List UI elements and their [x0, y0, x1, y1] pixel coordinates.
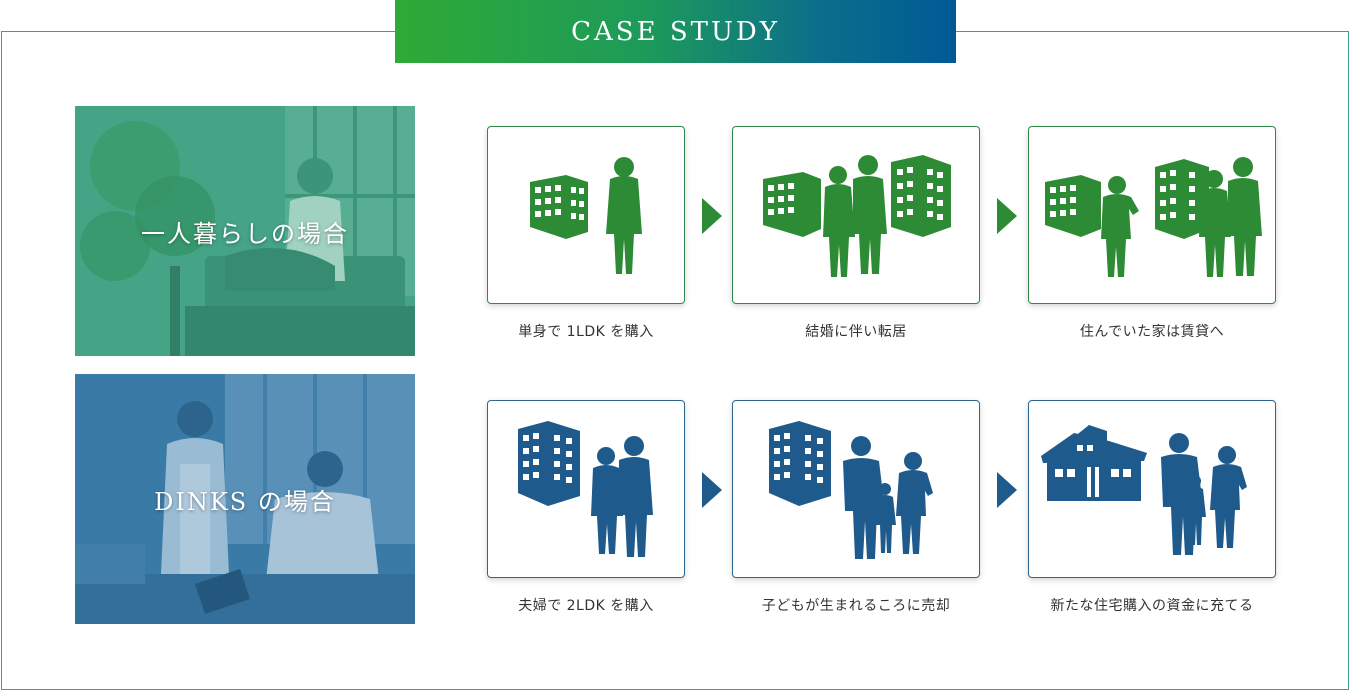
card-dinks-new-home	[1028, 400, 1276, 578]
house-family-icon	[1041, 425, 1247, 555]
arrow-right-icon	[702, 472, 722, 508]
step-caption: 結婚に伴い転居	[805, 324, 907, 340]
banner-title: CASE STUDY	[571, 16, 780, 47]
dinks-label: DINKS の場合	[154, 487, 336, 516]
card-single-rent-out	[1028, 126, 1276, 304]
single-life-label: 一人暮らしの場合	[141, 219, 349, 248]
step-caption: 住んでいた家は賃貸へ	[1079, 324, 1225, 340]
rental-and-couple-icon	[1045, 157, 1262, 277]
case-study-banner: CASE STUDY	[395, 0, 956, 63]
step-caption: 夫婦で 2LDK を購入	[518, 598, 654, 614]
single-life-photo: 一人暮らしの場合	[75, 106, 415, 356]
card-dinks-sell	[732, 400, 980, 578]
arrow-right-icon	[702, 198, 722, 234]
step-caption: 子どもが生まれるころに売却	[761, 598, 951, 614]
arrow-right-icon	[997, 198, 1017, 234]
building-couple-icon	[518, 421, 653, 557]
step-caption: 新たな住宅購入の資金に充てる	[1050, 598, 1254, 614]
card-single-move	[732, 126, 980, 304]
dinks-photo: DINKS の場合	[75, 374, 415, 624]
couple-between-buildings-icon	[763, 155, 951, 277]
building-single-person-icon	[530, 157, 642, 274]
card-dinks-buy-2ldk	[487, 400, 685, 578]
card-single-buy-1ldk	[487, 126, 685, 304]
building-family-icon	[769, 421, 933, 559]
arrow-right-icon	[997, 472, 1017, 508]
step-caption: 単身で 1LDK を購入	[518, 324, 654, 340]
